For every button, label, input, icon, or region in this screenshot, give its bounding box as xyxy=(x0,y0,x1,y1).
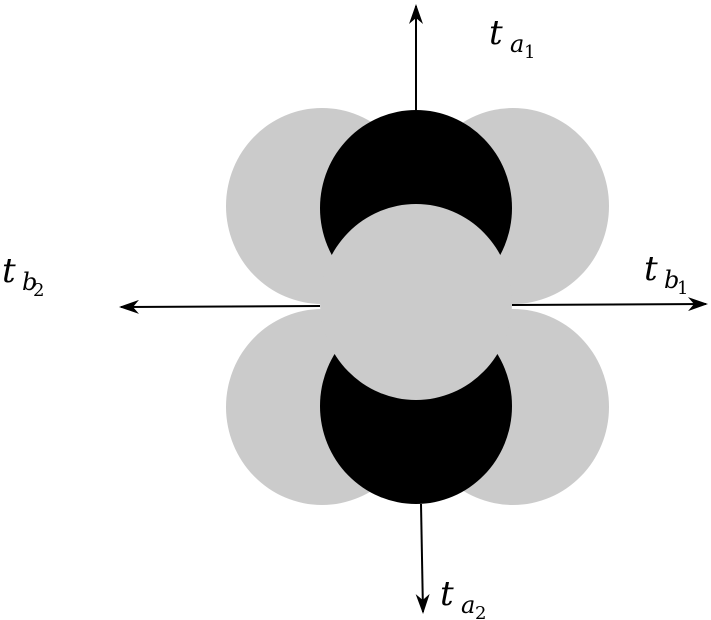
svg-text:b: b xyxy=(664,266,679,294)
svg-text:2: 2 xyxy=(33,280,44,301)
arrow-left xyxy=(119,299,321,314)
svg-text:2: 2 xyxy=(475,603,486,620)
svg-text:t: t xyxy=(2,251,16,291)
svg-text:t: t xyxy=(644,249,658,289)
arrow-bottom xyxy=(415,503,430,614)
svg-text:a: a xyxy=(461,591,475,619)
label-bottom: t a 2 xyxy=(440,574,486,620)
label-right: t b 1 xyxy=(644,249,688,299)
arrow-right xyxy=(511,297,708,312)
label-top: t a 1 xyxy=(489,13,535,63)
svg-text:1: 1 xyxy=(677,278,688,299)
label-left: t b 2 xyxy=(2,251,44,301)
svg-text:t: t xyxy=(489,13,503,53)
svg-text:a: a xyxy=(510,30,524,58)
center-disc xyxy=(320,204,512,400)
svg-text:b: b xyxy=(22,268,37,296)
svg-text:t: t xyxy=(440,574,454,614)
svg-text:1: 1 xyxy=(524,42,535,63)
